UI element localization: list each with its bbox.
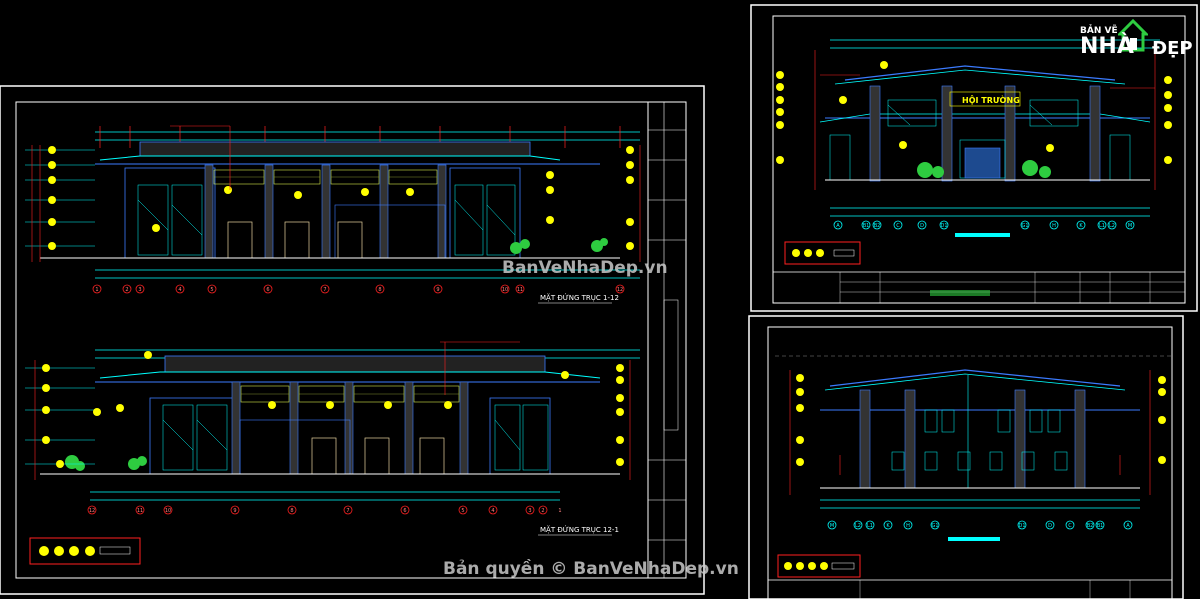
axis-label: B2 — [874, 223, 881, 229]
axis-label: 7 — [323, 287, 326, 293]
axis-label: 11 — [137, 508, 143, 514]
axis-label: D1 — [940, 223, 947, 229]
axis-label: G1 — [931, 523, 938, 529]
axis-label: L1 — [867, 523, 873, 529]
axis-label: 7 — [346, 508, 349, 514]
axis-label: 3 — [138, 287, 141, 293]
watermark-bottom: Bản quyền © BanVeNhaDep.vn — [443, 559, 739, 579]
axis-label: 9 — [233, 508, 236, 514]
axis-label: 10 — [165, 508, 171, 514]
axis-label: L1 — [1099, 223, 1105, 229]
axis-label: 1 — [558, 508, 561, 514]
axis-label: C — [896, 223, 900, 229]
axis-label: 10 — [502, 287, 508, 293]
axis-label: L2 — [1109, 223, 1115, 229]
axis-label: B1 — [1097, 523, 1104, 529]
caption-elevation-1-12: MẶT ĐỨNG TRỤC 1-12 — [540, 293, 619, 302]
building-title-hoi-truong: HỘI TRƯỜNG — [962, 94, 1020, 105]
logo-text-line3: ĐẸP — [1152, 38, 1193, 59]
axis-label: A — [836, 223, 840, 229]
axis-label: 8 — [378, 287, 381, 293]
house-icon — [1118, 18, 1148, 52]
axis-label: L2 — [855, 523, 861, 529]
axis-label: K — [1079, 223, 1083, 229]
axis-label: 4 — [178, 287, 181, 293]
axis-label: 6 — [403, 508, 406, 514]
axis-label: K — [886, 523, 890, 529]
elevation-top-left: MẶT ĐỨNG TRỤC 1-12 — [25, 125, 641, 304]
logo-text-line2: NHÀ — [1080, 34, 1134, 59]
logo-text-line1: BẢN VẼ — [1080, 26, 1118, 36]
axis-label: 6 — [266, 287, 269, 293]
sheet-left: MẶT ĐỨNG TRỤC 1-12 — [0, 85, 705, 595]
sheet-bottom-right — [748, 315, 1184, 599]
axis-label: M — [830, 523, 834, 529]
axis-label: 11 — [517, 287, 523, 293]
axis-label: 4 — [491, 508, 494, 514]
site-logo: BẢN VẼ NHÀ ĐẸP — [1074, 12, 1193, 64]
axis-label: B1 — [863, 223, 870, 229]
axis-label: 12 — [89, 508, 95, 514]
axis-label: H — [906, 523, 910, 529]
axis-label: 5 — [461, 508, 464, 514]
axis-label: H — [1052, 223, 1056, 229]
axis-label: D — [920, 223, 924, 229]
axis-label: D — [1048, 523, 1052, 529]
axis-label: 12 — [617, 287, 623, 293]
axis-label: 8 — [290, 508, 293, 514]
sheet-top-right: HỘI TRƯỜNG — [750, 4, 1198, 312]
axis-label: 2 — [125, 287, 128, 293]
axis-label: 3 — [528, 508, 531, 514]
elevation-bottom-left: MẶT ĐỨNG TRỤC 12-1 — [25, 341, 640, 565]
axis-label: 2 — [541, 508, 544, 514]
axis-label: 5 — [210, 287, 213, 293]
axis-label: G1 — [1021, 223, 1028, 229]
axis-label: D1 — [1018, 523, 1025, 529]
axis-label: B2 — [1087, 523, 1094, 529]
axis-label: 1 — [95, 287, 98, 293]
axis-label: A — [1126, 523, 1130, 529]
axis-label: 9 — [436, 287, 439, 293]
caption-elevation-12-1: MẶT ĐỨNG TRỤC 12-1 — [540, 525, 619, 534]
axis-label: M — [1128, 223, 1132, 229]
axis-label: C — [1068, 523, 1072, 529]
watermark-center: BanVeNhaDep.vn — [502, 258, 668, 278]
